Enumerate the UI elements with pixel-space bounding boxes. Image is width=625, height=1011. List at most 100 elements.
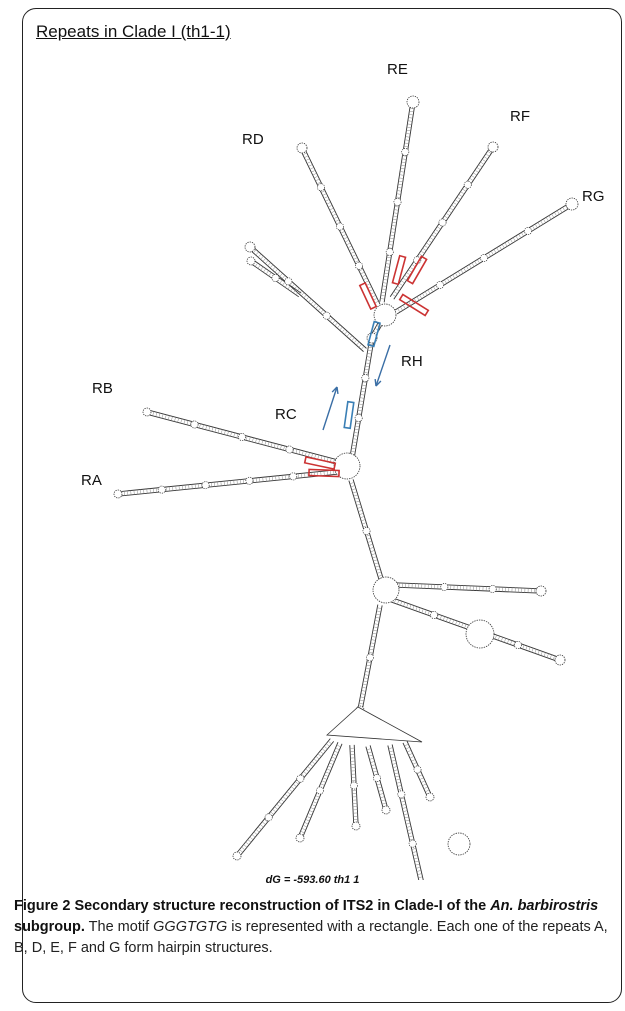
spine-lower-rung	[366, 356, 372, 358]
branch-RA-strand-b	[118, 473, 338, 497]
branch-RF-rung	[397, 285, 402, 289]
branch-RB-rung	[186, 420, 189, 425]
branch-upper-left-rung	[329, 318, 334, 322]
branch-bottom-2-rung	[304, 822, 309, 825]
bottom-right-loop	[447, 832, 471, 856]
branch-RD-rung	[326, 202, 331, 205]
branch-RD-rung	[344, 239, 350, 243]
branch-RE-rung	[388, 247, 393, 249]
branch-upper-left-rung	[257, 253, 262, 258]
spine-lower-rung	[358, 403, 364, 405]
branch-upper-left-rung	[265, 260, 269, 264]
branch-RF-rung	[474, 169, 479, 173]
branch-RG-rung	[452, 274, 456, 279]
spine-lower-rung	[364, 368, 369, 371]
branch-bottom-4-internal-loop	[373, 774, 381, 782]
branch-right-2-rung	[421, 608, 424, 614]
branch-RD-rung	[329, 207, 334, 211]
branch-RE-rung	[407, 120, 413, 122]
branch-right-2-rung	[412, 605, 415, 610]
branch-bottom-4-rung	[373, 770, 378, 773]
branch-right-2-rung	[500, 637, 503, 642]
branch-RB-rung	[273, 443, 276, 448]
spine-lower-internal-loop	[361, 374, 370, 382]
branch-bottom-5-rung	[397, 785, 402, 787]
branch-bottom-5-rung	[409, 838, 414, 841]
branch-RG-rung	[402, 304, 406, 309]
branch-right-2-rung	[549, 654, 552, 659]
branch-bottom-5-rung	[396, 782, 401, 784]
branch-RB-rung	[230, 431, 232, 437]
branch-bottom-5-rung	[393, 769, 398, 771]
branch-RF-rung	[402, 277, 407, 281]
branch-bottom-5-strand-a	[387, 745, 420, 880]
stems-layer	[117, 101, 574, 880]
branch-bottom-4-rung	[366, 748, 372, 751]
spine-lower-rung	[362, 381, 367, 383]
branch-RF-rung	[395, 288, 400, 292]
spine-mid-rung	[377, 574, 383, 577]
branch-bottom-6-rung	[420, 780, 426, 783]
arrow-RH-shaft	[375, 344, 391, 387]
branch-RF-rung	[456, 196, 461, 200]
spine-low-rung	[369, 645, 375, 648]
branch-upper-left-rung	[320, 309, 324, 314]
spine-low-rung	[359, 699, 365, 702]
spine-mid-rung	[368, 544, 373, 546]
branch-RB-rung	[199, 423, 201, 429]
branch-right-2-rung	[406, 603, 409, 608]
branch-RB-rung	[214, 427, 217, 433]
branch-RG-rung	[562, 207, 566, 212]
spine-lower-rung	[359, 397, 365, 399]
branch-bottom-2-rung	[302, 825, 308, 828]
branch-bottom-5-rung	[405, 822, 411, 825]
spine-mid-rung	[367, 540, 372, 543]
spine-low-rung	[362, 683, 368, 686]
branch-upper-left-2-rung	[257, 264, 261, 269]
branch-upper-left-2-rung	[290, 287, 294, 292]
branch-RF-rung	[444, 215, 449, 219]
branch-bottom-4-rung	[370, 761, 375, 763]
repeat-box-RE	[391, 254, 407, 286]
branch-RG-rung	[521, 232, 524, 237]
branch-RB-internal-loop	[190, 420, 199, 429]
branch-RB-rung	[252, 437, 254, 443]
branch-RD-internal-loop	[355, 261, 363, 270]
branch-bottom-2-rung	[321, 780, 326, 783]
branch-RF-rung	[422, 248, 427, 251]
branch-right-2-rung	[446, 617, 448, 622]
branch-RG-rung	[416, 296, 420, 301]
branch-bottom-5-rung	[408, 835, 414, 838]
branch-upper-left-2-rung	[263, 268, 267, 273]
branch-bottom-1-rung	[323, 745, 328, 750]
branch-RG-rung	[490, 250, 494, 255]
branch-bottom-1-rung	[313, 758, 318, 762]
branch-RD-rung	[343, 236, 348, 240]
spine-low-rung	[373, 626, 378, 628]
branch-RG-rung	[460, 269, 464, 274]
spine-low-rung	[360, 693, 366, 695]
branch-RB-rung	[261, 440, 264, 445]
branch-right-2-internal-loop	[430, 611, 438, 619]
branch-RF-internal-loop	[438, 218, 447, 227]
branch-RF-rung	[453, 202, 458, 206]
spine-lower-internal-loop	[354, 414, 363, 422]
branch-RF-rung	[451, 204, 456, 208]
branch-upper-left	[248, 245, 367, 352]
branch-right-2-rung	[525, 645, 528, 651]
branch-RG-rung	[540, 220, 544, 225]
branch-bottom-2-rung	[331, 756, 336, 759]
branch-bottom-4-rung	[382, 802, 387, 805]
branch-bottom-2-rung	[306, 816, 311, 819]
branch-RE-rung	[389, 241, 394, 243]
spine-mid-rung	[374, 562, 379, 565]
branch-bottom-5-rung	[389, 753, 395, 756]
branch-bottom-4-rung	[371, 764, 376, 767]
branch-bottom-5-rung	[391, 760, 396, 762]
branch-RF-rung	[429, 237, 434, 241]
branch-RE-rung	[393, 212, 398, 214]
branch-bottom-2-rung	[326, 768, 331, 771]
branch-bottom-1-rung	[241, 846, 246, 851]
branch-RF-rung	[408, 269, 413, 273]
branch-RE-rung	[403, 145, 409, 148]
